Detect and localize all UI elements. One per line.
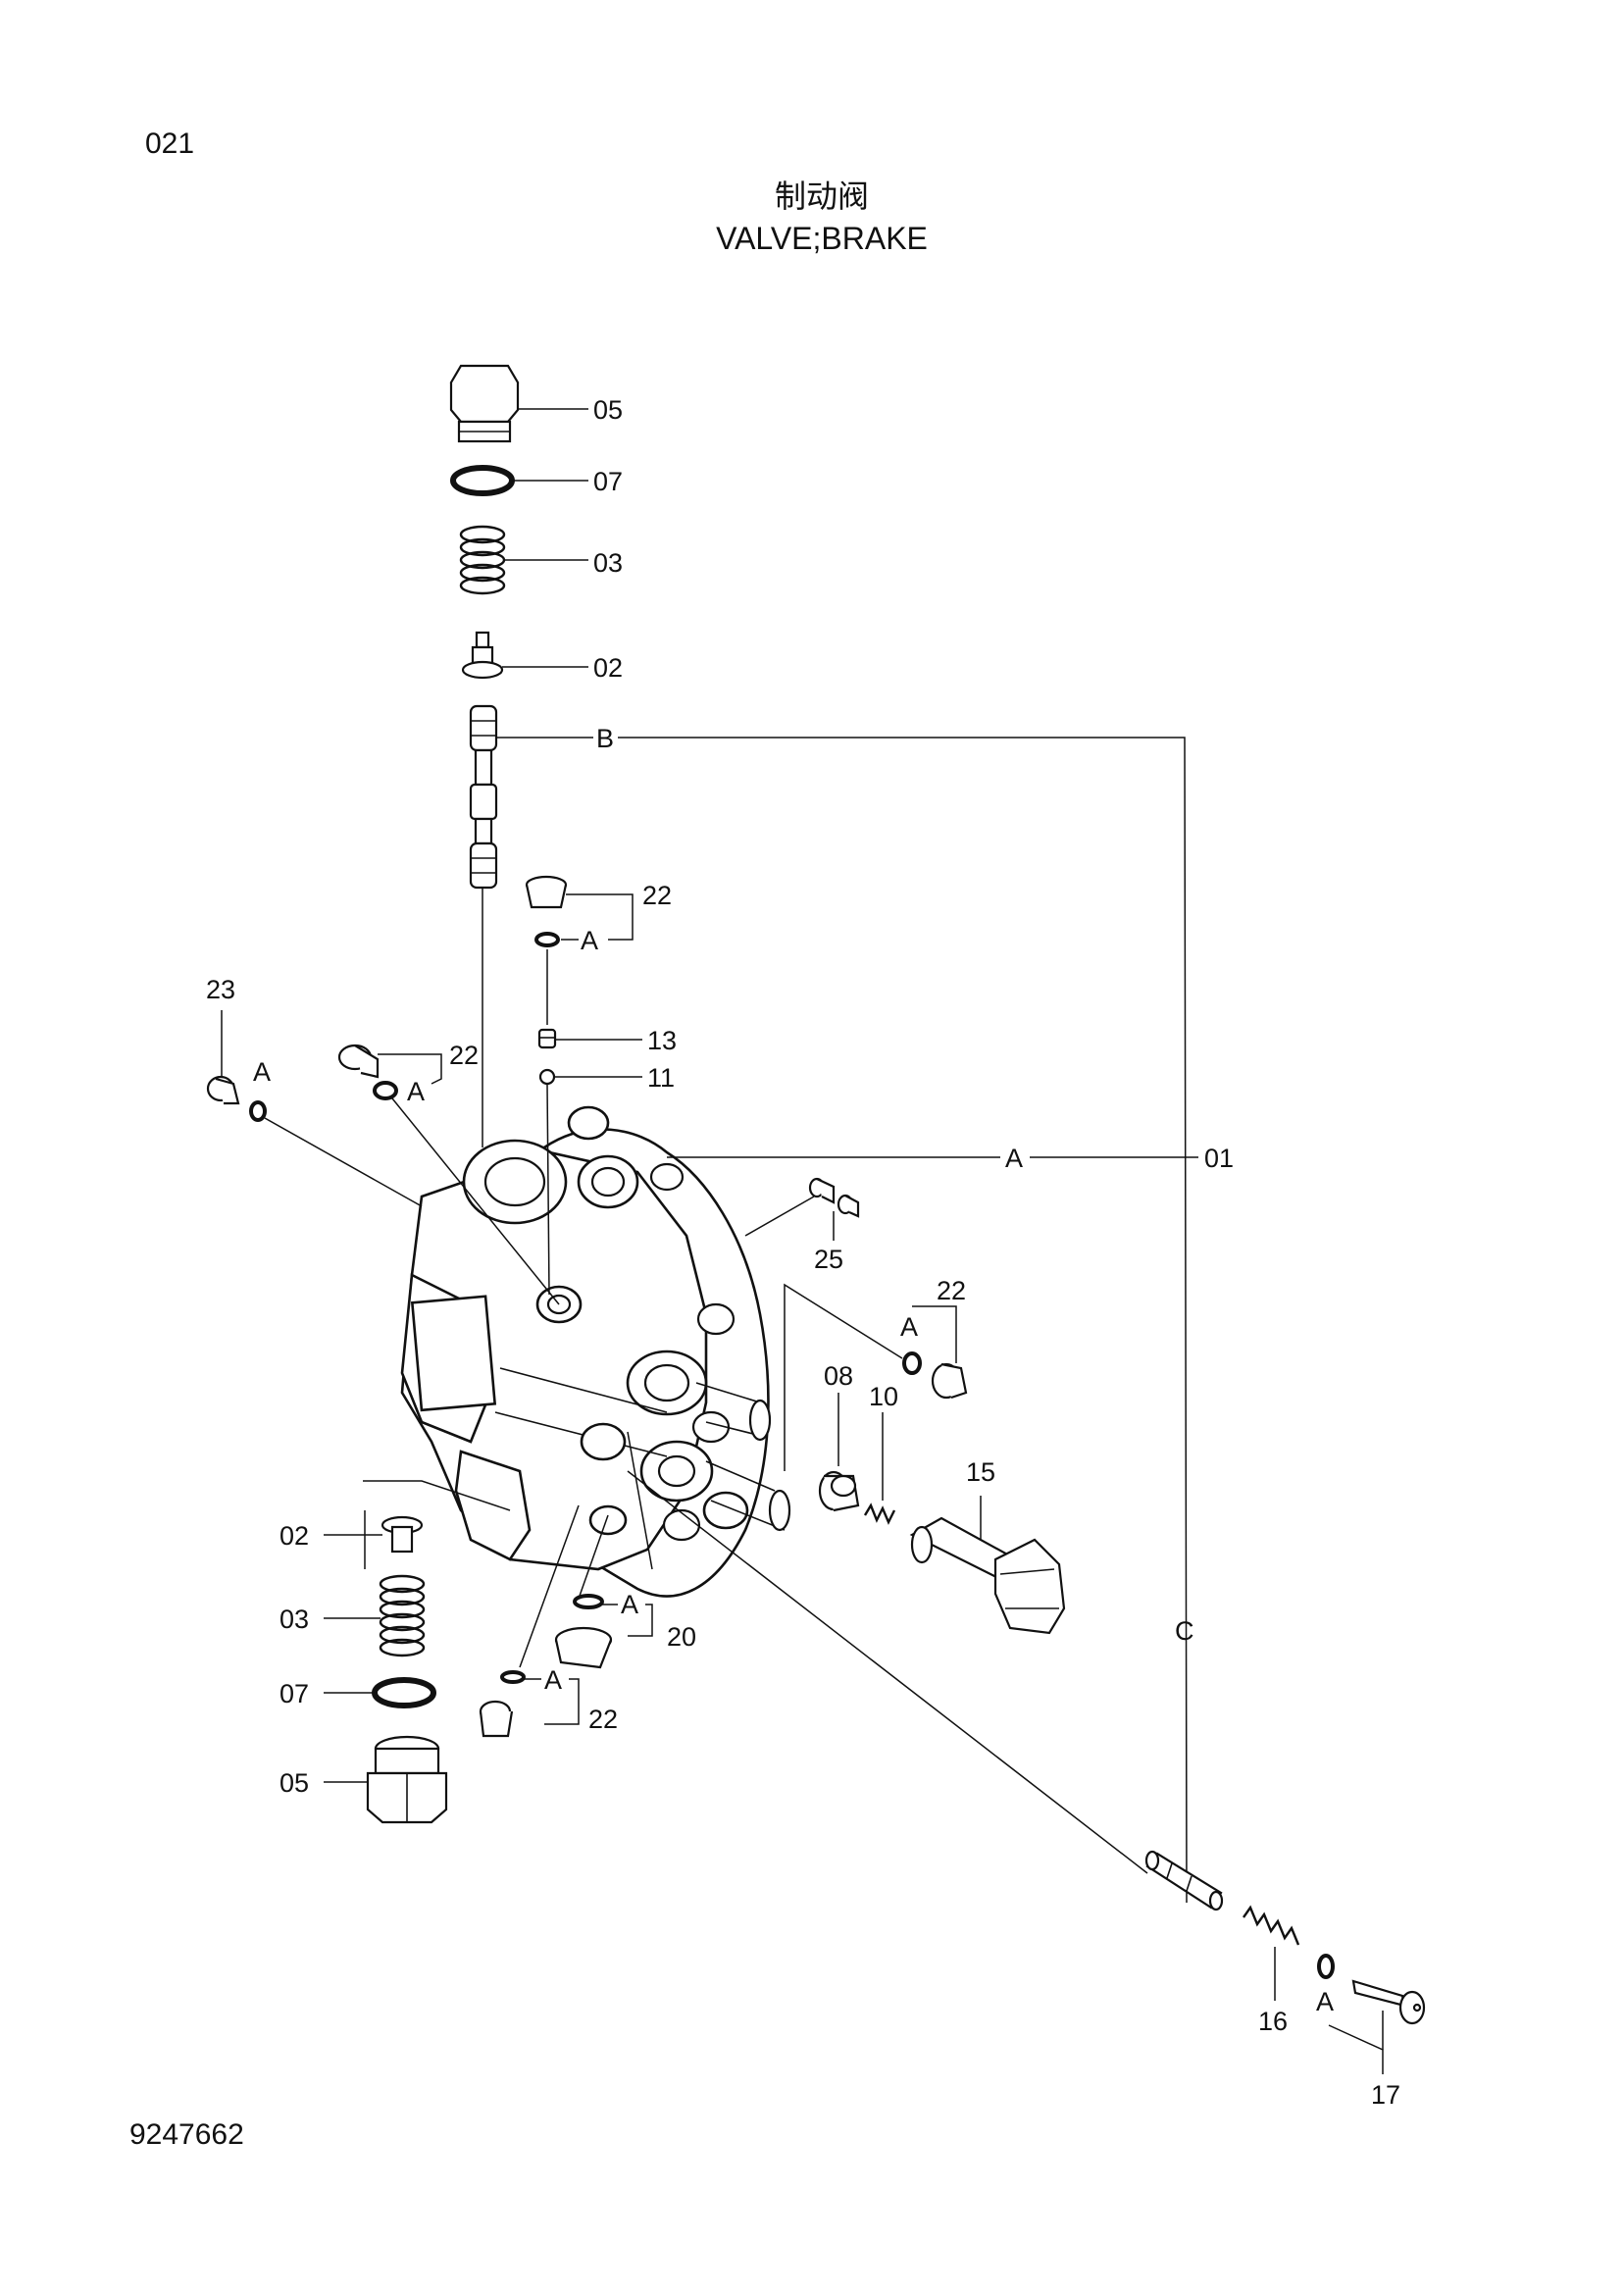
callout-02-bottom: 02 (279, 1521, 309, 1551)
callout-05-bottom: 05 (279, 1768, 309, 1798)
poppet-02-top (461, 631, 504, 680)
callout-22c: 22 (937, 1276, 966, 1305)
valve-15 (909, 1516, 1066, 1635)
callout-17: 17 (1371, 2080, 1400, 2110)
ball-11 (538, 1068, 556, 1086)
callout-23: 23 (206, 975, 235, 1004)
callout-10: 10 (869, 1382, 898, 1411)
callout-22b: 22 (449, 1041, 479, 1070)
axis-diagonal (627, 1470, 1148, 1874)
plug-22c (931, 1362, 968, 1400)
callout-A-22c: A (900, 1312, 918, 1342)
callout-02-top: 02 (593, 653, 623, 683)
callout-13: 13 (647, 1026, 677, 1055)
oring-A-22a (534, 932, 560, 947)
callout-15: 15 (966, 1457, 995, 1487)
callout-A-23: A (253, 1057, 271, 1087)
oring-07-top (450, 465, 515, 496)
callout-08: 08 (824, 1361, 853, 1391)
plug-25 (808, 1177, 860, 1218)
spring-03-top (459, 525, 506, 595)
plug-05-bottom (366, 1735, 448, 1824)
callout-03-bottom: 03 (279, 1605, 309, 1634)
callout-03-top: 03 (593, 548, 623, 578)
oring-07-bottom (372, 1677, 436, 1708)
page-code: 021 (145, 127, 195, 160)
oring-A-17 (1317, 1954, 1335, 1979)
oring-A-23 (249, 1100, 267, 1122)
callout-11: 11 (647, 1063, 675, 1093)
callout-A-17: A (1316, 1987, 1334, 2016)
spool-C (1144, 1850, 1224, 1911)
spring-16 (1243, 1905, 1300, 1946)
callout-A-22a: A (581, 926, 598, 955)
callout-22a: 22 (642, 881, 672, 910)
spool-B (469, 704, 498, 890)
leader-B-C (618, 737, 1188, 1904)
plug-22b (337, 1044, 380, 1079)
plug-05-top (449, 364, 520, 443)
drawing-number: 9247662 (129, 2118, 244, 2151)
callout-A-22d: A (544, 1665, 562, 1695)
plug-23 (206, 1075, 240, 1105)
callout-A-22b: A (407, 1077, 425, 1106)
callout-07-top: 07 (593, 467, 623, 496)
valve-body-01 (400, 1105, 791, 1598)
callout-25: 25 (814, 1245, 843, 1274)
oring-A-20 (573, 1594, 604, 1609)
spring-10 (863, 1503, 896, 1525)
callout-A-20: A (621, 1590, 638, 1619)
spring-03-bottom (379, 1574, 426, 1657)
plug-22a (525, 875, 568, 909)
title-chinese: 制动阀 (774, 178, 869, 215)
callout-20: 20 (667, 1622, 696, 1652)
callout-22d: 22 (588, 1705, 618, 1734)
callout-C: C (1175, 1616, 1194, 1646)
callout-07-bottom: 07 (279, 1679, 309, 1708)
oring-A-22b (373, 1081, 398, 1100)
oring-A-22c (902, 1351, 922, 1375)
plug-20 (554, 1626, 613, 1669)
orifice-13 (537, 1028, 557, 1049)
plug-22d (479, 1700, 514, 1738)
callout-05-top: 05 (593, 395, 623, 425)
sleeve-08 (818, 1470, 860, 1512)
callout-16: 16 (1258, 2007, 1288, 2036)
callout-01: 01 (1204, 1144, 1234, 1173)
title-english: VALVE;BRAKE (716, 221, 928, 256)
callout-A-01: A (1005, 1144, 1023, 1173)
pin-17 (1351, 1979, 1426, 2025)
callout-B: B (596, 724, 614, 753)
oring-A-22d (500, 1670, 526, 1684)
poppet-02-bottom (381, 1515, 424, 1554)
